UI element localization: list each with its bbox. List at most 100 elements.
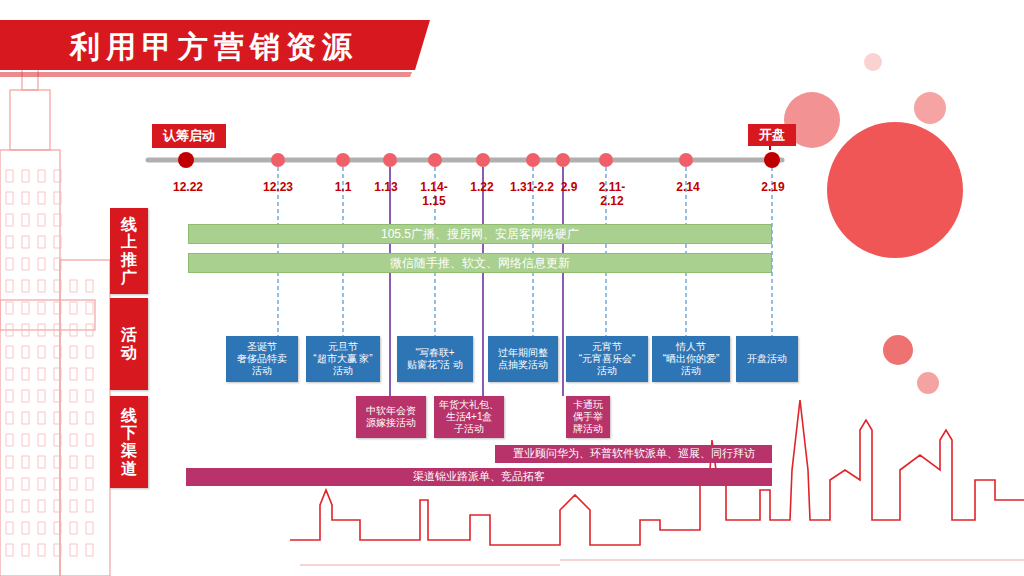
building-window	[86, 456, 93, 468]
building-window	[22, 390, 29, 402]
timeline-dot	[428, 153, 442, 167]
timeline-dot	[764, 152, 780, 168]
building-window	[6, 280, 13, 292]
building-window	[70, 302, 77, 314]
building-window	[70, 412, 77, 424]
activity-box: 元旦节“超市大赢 家” 活动	[306, 336, 380, 382]
building-window	[6, 170, 13, 182]
title-band-shadow	[0, 72, 412, 77]
building-window	[6, 412, 13, 424]
building-window	[54, 500, 61, 512]
building-outline	[0, 150, 60, 576]
building-window	[6, 544, 13, 556]
building-window	[38, 368, 45, 380]
building-window	[6, 368, 13, 380]
building-window	[6, 456, 13, 468]
box-text: 置业顾问华为、环普软件软派单、巡展、同行拜访	[513, 447, 755, 460]
box-text: 105.5广播、搜房网、安居客网络硬广	[381, 227, 579, 241]
box-text: 渠道锦业路派单、竞品拓客	[413, 470, 545, 483]
building-window	[86, 324, 93, 336]
box-text: “元宵喜乐会“ 活动	[568, 353, 646, 377]
building-window	[38, 236, 45, 248]
box-text: 元宵节	[592, 341, 622, 353]
building-window	[70, 324, 77, 336]
box-text: “写春联+ 贴窗花”活 动	[399, 347, 471, 371]
building-window	[22, 412, 29, 424]
timeline-dot	[383, 153, 397, 167]
building-window	[70, 522, 77, 534]
building-window	[38, 456, 45, 468]
date-label: 2.9	[556, 181, 582, 195]
building-window	[86, 500, 93, 512]
building-window	[38, 390, 45, 402]
timeline-dot	[178, 152, 194, 168]
date-label: 2.11- 2.12	[595, 181, 629, 209]
building-window	[54, 522, 61, 534]
deco-circle	[827, 122, 963, 258]
building-window	[38, 258, 45, 270]
date-label: 1.13	[369, 181, 403, 195]
timeline-dot	[679, 153, 693, 167]
timeline-dot	[556, 153, 570, 167]
building-window	[22, 456, 29, 468]
building-window	[38, 544, 45, 556]
date-label: 1.14- 1.15	[417, 181, 451, 209]
channel-bar: 置业顾问华为、环普软件软派单、巡展、同行拜访	[495, 445, 772, 463]
building-window	[22, 170, 29, 182]
building-window	[38, 478, 45, 490]
building-window	[70, 544, 77, 556]
box-text: 过年期间整 点抽奖活动	[490, 347, 556, 371]
box-text: 开盘活动	[747, 353, 787, 365]
building-window	[38, 346, 45, 358]
building-window	[54, 434, 61, 446]
building-window	[6, 390, 13, 402]
building-window	[54, 236, 61, 248]
channel-bar: 渠道锦业路派单、竞品拓客	[186, 468, 772, 486]
building-window	[38, 302, 45, 314]
leader-lines	[278, 167, 772, 396]
timeline-dot	[271, 153, 285, 167]
building-window	[38, 522, 45, 534]
activity-box: 过年期间整 点抽奖活动	[488, 336, 558, 382]
building-window	[22, 302, 29, 314]
building-window	[54, 412, 61, 424]
category-box: 线下渠道	[110, 396, 148, 488]
building-window	[38, 170, 45, 182]
online-bar: 微信随手推、软文、网络信息更新	[188, 253, 772, 273]
deco-circle	[917, 372, 939, 394]
building-window	[70, 456, 77, 468]
vertical-label: 线上推广	[121, 216, 137, 286]
box-text: 卡通玩 偶手举 牌活动	[568, 399, 608, 435]
channel-box: 卡通玩 偶手举 牌活动	[566, 396, 610, 438]
timeline-dot	[476, 153, 490, 167]
building-window	[86, 544, 93, 556]
building-window	[38, 412, 45, 424]
building-window	[38, 214, 45, 226]
building-outline	[10, 90, 50, 150]
building-window	[54, 368, 61, 380]
date-label: 1.31-2.2	[509, 181, 555, 195]
building-window	[70, 390, 77, 402]
building-window	[70, 434, 77, 446]
box-text: 认筹启动	[163, 128, 215, 144]
building-window	[70, 478, 77, 490]
milestone-tag: 开盘	[748, 124, 796, 146]
box-text: 奢侈品特卖 活动	[228, 353, 296, 377]
building-window	[54, 192, 61, 204]
building-window	[70, 368, 77, 380]
box-text: 微信随手推、软文、网络信息更新	[390, 256, 570, 270]
date-label: 2.14	[673, 181, 703, 195]
building-window	[22, 324, 29, 336]
activity-box: 开盘活动	[736, 336, 798, 382]
building-window	[22, 280, 29, 292]
building-window	[54, 544, 61, 556]
building-window	[70, 500, 77, 512]
deco-circle	[914, 92, 946, 124]
building-window	[86, 368, 93, 380]
building-outline	[0, 300, 95, 330]
building-outline	[60, 260, 110, 576]
channel-box: 中软年会资 源嫁接活动	[356, 396, 426, 438]
building-window	[54, 390, 61, 402]
timeline-dot	[599, 153, 613, 167]
